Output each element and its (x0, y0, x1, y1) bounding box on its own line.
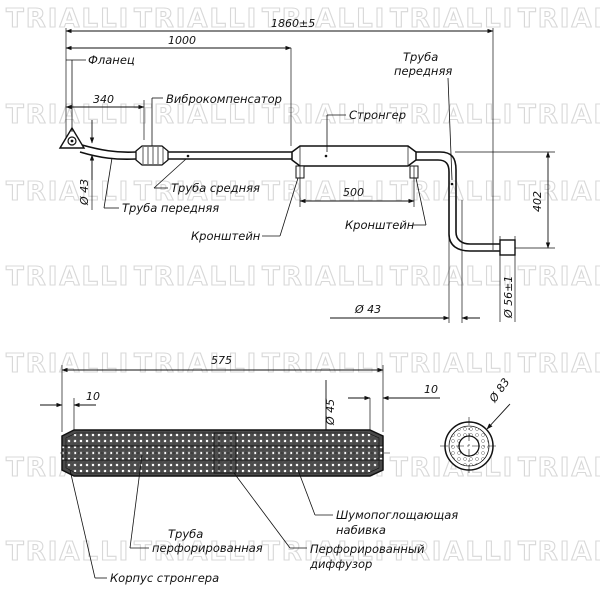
compensator-corrugation (142, 147, 164, 164)
watermark-text: TRIALLI (134, 100, 258, 130)
label-bracket-right: Кронштейн (345, 218, 415, 232)
label-stronger: Стронгер (349, 108, 406, 122)
leader-line (297, 469, 316, 516)
flange-center (70, 139, 74, 143)
watermark-text: TRIALLI (518, 453, 600, 483)
watermark-text: TRIALLI (262, 349, 386, 379)
watermark-text: TRIALLI (518, 349, 600, 379)
watermark-text: TRIALLI (6, 262, 130, 292)
watermark-text: TRIALLI (262, 262, 386, 292)
label-middle-pipe: Труба средняя (171, 181, 260, 195)
watermark-text: TRIALLI (518, 262, 600, 292)
dimension-front-diameter: Ø 43 (78, 179, 91, 206)
watermark-text: TRIALLI (390, 537, 514, 567)
watermark-text: TRIALLI (134, 4, 258, 34)
stronger-body (291, 145, 417, 167)
watermark-text: TRIALLI (262, 100, 386, 130)
leader-line (129, 454, 143, 549)
leader-line (447, 77, 453, 181)
watermark-text: TRIALLI (390, 177, 514, 207)
bracket-left (295, 165, 305, 179)
stronger-muffler (291, 145, 417, 167)
watermark-text: TRIALLI (518, 177, 600, 207)
watermark-text: TRIALLI (134, 177, 258, 207)
watermark-text: TRIALLI (134, 349, 258, 379)
watermark-text: TRIALLI (518, 4, 600, 34)
watermark-text: TRIALLI (6, 537, 130, 567)
watermark-text: TRIALLI (390, 4, 514, 34)
compensator-body (135, 145, 169, 166)
label-front-pipe-left: Труба передняя (122, 201, 219, 215)
label-front-pipe-right-1: Труба (403, 50, 438, 64)
watermark-text: TRIALLI (134, 262, 258, 292)
dimension-overall-length: 1860±5 (271, 17, 315, 30)
label-absorbing-2: набивка (336, 523, 386, 537)
rear-pipe-inner (416, 159, 500, 252)
dimension-end-right: 10 (424, 383, 438, 396)
outlet-sleeve (499, 239, 516, 256)
label-flange: Фланец (88, 53, 135, 67)
dimension-bracket-spacing: 500 (343, 186, 364, 199)
leader-line (69, 469, 96, 579)
watermark-text: TRIALLI (6, 177, 130, 207)
watermark-text: TRIALLI (390, 100, 514, 130)
leader-line (153, 158, 187, 189)
dimension-inner-diameter: Ø 45 (324, 399, 337, 426)
flange-part (58, 126, 86, 149)
perforated-diffuser (213, 432, 237, 474)
bracket-right (409, 165, 419, 179)
watermark-text: TRIALLI (6, 349, 130, 379)
dimension-section-length: 575 (211, 354, 232, 367)
leader-line (233, 472, 291, 549)
label-compensator: Виброкомпенсатор (166, 92, 282, 106)
weld-mark (450, 182, 454, 186)
vibration-compensator (135, 145, 169, 166)
dimension-compensator-pos: 340 (93, 93, 114, 106)
label-bracket-left: Кронштейн (191, 229, 261, 243)
watermark-text: TRIALLI (390, 349, 514, 379)
label-absorbing-1: Шумопоглощающая (336, 508, 458, 522)
dimension-end-left: 10 (86, 390, 100, 403)
dimension-outlet-diameter: Ø 56±1 (502, 276, 515, 319)
watermark-text: TRIALLI (262, 177, 386, 207)
dimension-flange-to-mid: 1000 (168, 34, 196, 47)
label-housing: Корпус стронгера (110, 571, 219, 585)
label-perf-diffuser-2: диффузор (309, 557, 372, 571)
label-perf-pipe-2: перфорированная (152, 541, 263, 555)
front-pipe-lower (79, 151, 137, 161)
watermark-text: TRIALLI (390, 262, 514, 292)
watermark-text: TRIALLI (6, 4, 130, 34)
rear-pipe-outer (416, 151, 500, 245)
dimension-line-outer-diameter (486, 403, 511, 430)
dimension-rise: 402 (531, 191, 544, 212)
dimension-rear-diameter: Ø 43 (354, 303, 381, 316)
weld-mark (324, 154, 328, 158)
top-view: 1860±5 1000 340 500 402 Ø 56±1 Ø 43 Ø 43 (58, 17, 555, 323)
stronger-section (60, 429, 390, 477)
leader-line (279, 177, 299, 237)
leader-line (415, 177, 427, 226)
watermark-text: TRIALLI (518, 537, 600, 567)
dimension-outer-diameter: Ø 83 (486, 376, 512, 406)
front-pipe-upper (81, 144, 137, 153)
watermark-text: TRIALLI (6, 100, 130, 130)
weld-mark (186, 154, 190, 158)
label-front-pipe-right-2: передняя (394, 64, 452, 78)
label-perf-diffuser-1: Перфорированный (310, 542, 425, 556)
leader-line (103, 157, 113, 209)
watermark-text: TRIALLI (262, 537, 386, 567)
watermark-text: TRIALLI (518, 100, 600, 130)
watermark-text: TRIALLI (134, 537, 258, 567)
label-perf-pipe-1: Труба (168, 527, 203, 541)
